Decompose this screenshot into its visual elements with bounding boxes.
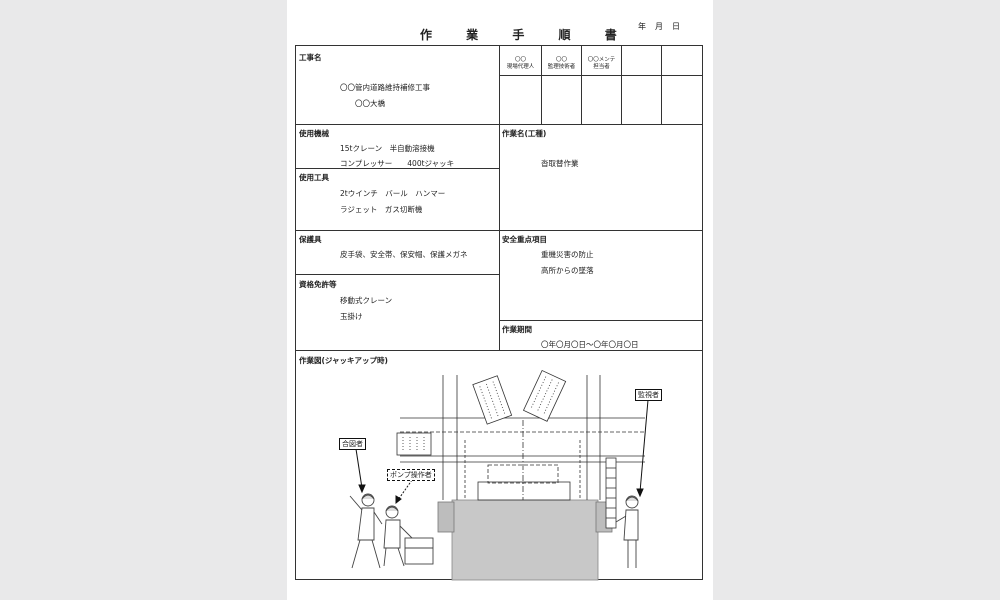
stamp-divider xyxy=(621,45,622,124)
machinery-label: 使用機械 xyxy=(299,129,329,138)
callout-arrow xyxy=(397,479,413,501)
licenses-label: 資格免許等 xyxy=(299,280,337,289)
jack xyxy=(477,481,571,501)
date-day: 日 xyxy=(672,22,680,31)
row-divider xyxy=(295,168,500,169)
bracing-plate xyxy=(522,369,567,422)
stamp-supervising-engineer: 〇〇 監理技術者 xyxy=(542,57,581,71)
diagram-label: 作業図(ジャッキアップ時) xyxy=(299,356,388,365)
callout-arrow xyxy=(639,399,649,493)
safety-line1: 重機災害の防止 xyxy=(541,250,594,259)
row-divider xyxy=(295,124,703,125)
licenses-line2: 玉掛け xyxy=(340,312,363,321)
stamp-role: 現場代理人 xyxy=(506,64,535,70)
tools-line1: 2tウインチ バール ハンマー xyxy=(340,189,446,198)
safety-label: 安全重点項目 xyxy=(502,235,547,244)
callout-monitor: 監視者 xyxy=(635,389,662,401)
worker-pump-operator xyxy=(383,505,415,567)
column-divider xyxy=(499,45,500,350)
stamp-top: 〇〇メンテ xyxy=(587,57,616,63)
tools-label: 使用工具 xyxy=(299,173,329,182)
worker-signal-person xyxy=(349,493,383,569)
date-year: 年 xyxy=(638,22,646,31)
scale-ruler xyxy=(605,457,617,529)
work-name-value: 沓取替作業 xyxy=(541,159,579,168)
stamp-divider xyxy=(581,45,582,124)
stamp-top: 〇〇 xyxy=(514,57,526,63)
row-divider xyxy=(499,320,703,321)
date-month: 月 xyxy=(655,22,663,31)
date-field: 年月日 xyxy=(638,21,689,32)
protective-label: 保護具 xyxy=(299,235,322,244)
row-divider xyxy=(295,230,703,231)
document-title: 作 業 手 順 書 xyxy=(420,28,632,42)
tools-line2: ラジェット ガス切断機 xyxy=(340,205,423,214)
stamp-divider xyxy=(499,75,703,76)
stamp-site-agent: 〇〇 現場代理人 xyxy=(500,57,541,71)
callout-pump-operator: ポンプ操作者 xyxy=(387,469,435,481)
stamp-role: 担当者 xyxy=(593,64,610,70)
period-label: 作業期間 xyxy=(502,325,532,334)
stamp-divider xyxy=(661,45,662,124)
machinery-line2: コンプレッサー 400tジャッキ xyxy=(340,159,455,168)
stamp-divider xyxy=(541,45,542,124)
stamp-maintenance-staff: 〇〇メンテ 担当者 xyxy=(582,57,621,71)
period-value: 〇年〇月〇日～〇年〇月〇日 xyxy=(541,340,639,349)
bolt-plate xyxy=(396,432,432,456)
safety-line2: 高所からの墜落 xyxy=(541,266,594,275)
pier-cap xyxy=(437,501,455,533)
hydraulic-pump xyxy=(404,537,434,565)
project-bridge: 〇〇大橋 xyxy=(355,99,385,108)
row-divider xyxy=(295,350,703,351)
stamp-top: 〇〇 xyxy=(555,57,567,63)
pier-block xyxy=(451,499,599,581)
licenses-line1: 移動式クレーン xyxy=(340,296,393,305)
callout-arrow xyxy=(355,448,363,489)
bracing-plate xyxy=(472,375,513,425)
work-name-label: 作業名(工種) xyxy=(502,129,547,138)
protective-line1: 皮手袋、安全帯、保安帽、保護メガネ xyxy=(340,250,468,259)
machinery-line1: 15tクレーン 半自動溶接機 xyxy=(340,144,435,153)
project-label: 工事名 xyxy=(299,53,322,62)
stamp-role: 監理技術者 xyxy=(547,64,576,70)
row-divider xyxy=(295,274,500,275)
project-name: 〇〇管内道路維持補修工事 xyxy=(340,83,430,92)
callout-signal-person: 合図者 xyxy=(339,438,366,450)
worker-monitor xyxy=(615,495,639,568)
